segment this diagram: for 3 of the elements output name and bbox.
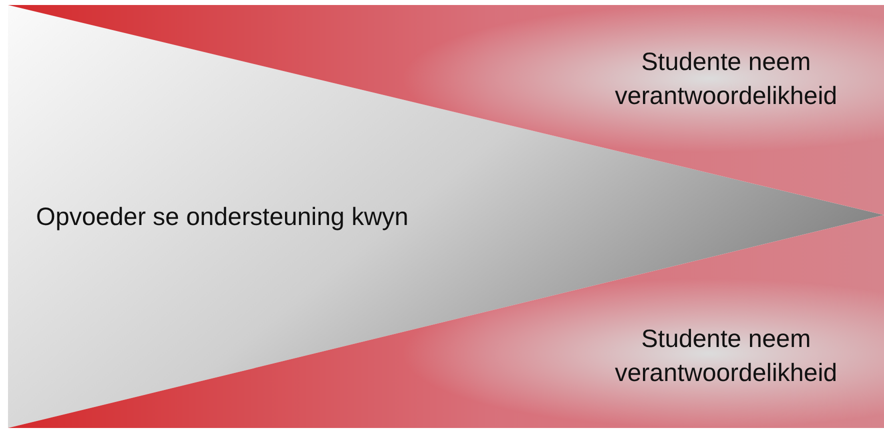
wedge-label: Opvoeder se ondersteuning kwyn <box>36 202 410 233</box>
panel-label: Studente neem verantwoordelikheid <box>614 47 838 112</box>
panel-label: Studente neem verantwoordelikheid <box>614 324 838 389</box>
